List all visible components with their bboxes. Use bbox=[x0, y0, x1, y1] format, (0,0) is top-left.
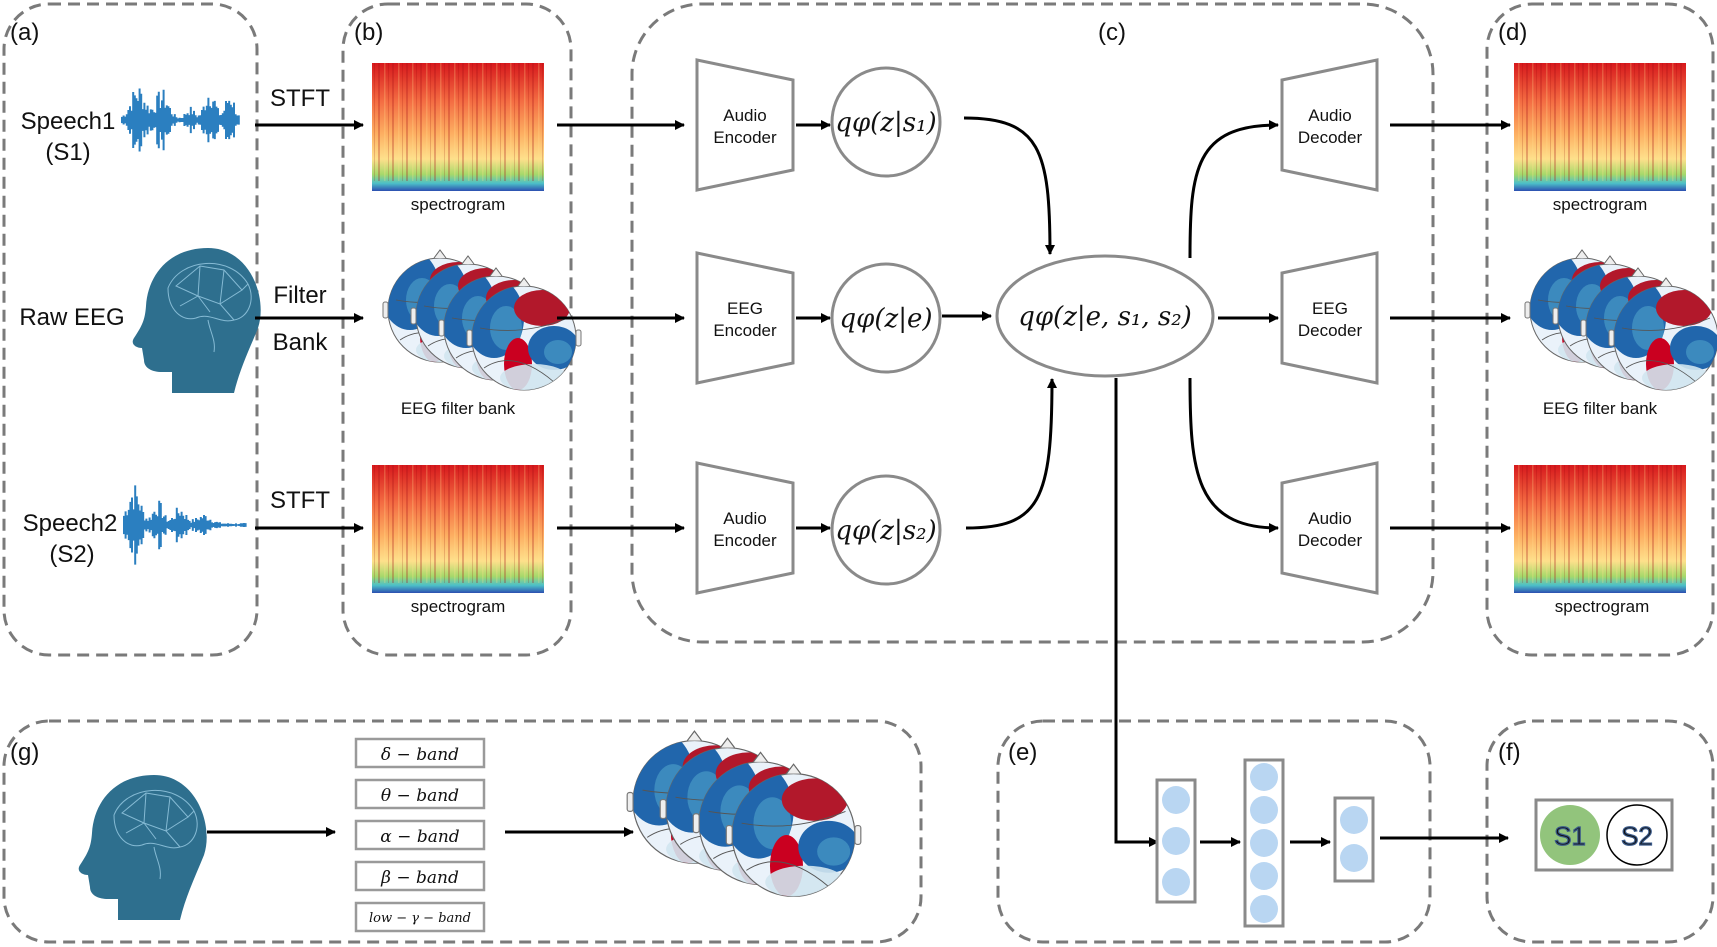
arrow-joint-classifier bbox=[1114, 378, 1159, 847]
audio-decoder-2-line1: Audio bbox=[1308, 509, 1351, 528]
classifier-node bbox=[1250, 895, 1278, 923]
eeg-topomap-stack-g bbox=[624, 731, 861, 899]
posterior-s1-label: qφ(z|s₁) bbox=[835, 108, 936, 138]
audio-decoder-1 bbox=[1280, 58, 1379, 192]
audio-encoder-2-line1: Audio bbox=[723, 509, 766, 528]
panel-label-c: (c) bbox=[1098, 19, 1126, 46]
posterior-s1 bbox=[830, 66, 942, 178]
stft-top-label: STFT bbox=[270, 85, 330, 112]
posterior-e-label: qφ(z|e) bbox=[840, 304, 933, 334]
spectrogram-s1-d bbox=[1514, 63, 1686, 191]
output-s2-circle bbox=[1606, 804, 1668, 866]
output-s1-circle bbox=[1540, 805, 1600, 865]
eeg-decoder-line1: EEG bbox=[1312, 299, 1348, 318]
band-label-beta: β − band bbox=[380, 868, 459, 888]
panel-f bbox=[1485, 719, 1715, 944]
speech1-waveform bbox=[121, 88, 240, 152]
panel-label-e: (e) bbox=[1008, 739, 1037, 766]
eeg-encoder-line2: Encoder bbox=[713, 321, 777, 340]
head-icon-g bbox=[78, 774, 208, 921]
panel-c bbox=[630, 2, 1435, 644]
audio-encoder-2 bbox=[695, 461, 795, 595]
spectrogram-s1-b bbox=[372, 63, 544, 191]
speech1-label: Speech1 bbox=[21, 108, 116, 135]
band-box-low-gamma bbox=[354, 901, 486, 933]
classifier-node bbox=[1340, 806, 1368, 834]
audio-decoder-2-line2: Decoder bbox=[1298, 531, 1363, 550]
classifier-node bbox=[1162, 786, 1190, 814]
spectrogram-s2-d bbox=[1514, 465, 1686, 593]
audio-encoder-2-line2: Encoder bbox=[713, 531, 777, 550]
band-label-alpha: α − band bbox=[380, 827, 459, 847]
eeg-decoder-line2: Decoder bbox=[1298, 321, 1363, 340]
panel-d bbox=[1485, 2, 1715, 657]
arrow-qs2-joint bbox=[965, 378, 1057, 530]
band-box-alpha bbox=[354, 819, 486, 851]
classifier-node bbox=[1162, 868, 1190, 896]
caption-spectrogram-b-bottom: spectrogram bbox=[411, 597, 505, 616]
audio-decoder-1-line2: Decoder bbox=[1298, 128, 1363, 147]
audio-decoder-1-line1: Audio bbox=[1308, 106, 1351, 125]
audio-encoder-1-line1: Audio bbox=[723, 106, 766, 125]
eeg-encoder bbox=[695, 251, 795, 385]
spectrogram-s2-b bbox=[372, 465, 544, 593]
eeg-decoder bbox=[1280, 251, 1379, 385]
classifier-node bbox=[1250, 829, 1278, 857]
speech2-label: Speech2 bbox=[23, 510, 118, 537]
panel-g bbox=[2, 719, 923, 944]
band-label-low-gamma: low − γ − band bbox=[369, 911, 471, 926]
classifier-node bbox=[1250, 796, 1278, 824]
eeg-topomap-stack-d bbox=[1522, 250, 1717, 392]
speech1-sublabel: (S1) bbox=[45, 139, 90, 166]
speech2-sublabel: (S2) bbox=[49, 541, 94, 568]
panel-label-b: (b) bbox=[354, 19, 383, 46]
posterior-joint bbox=[995, 254, 1215, 378]
posterior-s2 bbox=[830, 474, 942, 586]
panel-label-f: (f) bbox=[1498, 739, 1521, 766]
caption-spectrogram-b-top: spectrogram bbox=[411, 195, 505, 214]
arrow-joint-dec1 bbox=[1188, 120, 1279, 259]
eeg-topomap-stack-b bbox=[380, 250, 581, 392]
band-box-theta bbox=[354, 778, 486, 810]
caption-spectrogram-d-top: spectrogram bbox=[1553, 195, 1647, 214]
classifier-node bbox=[1340, 844, 1368, 872]
panel-e bbox=[996, 719, 1432, 944]
filter-label: Filter bbox=[273, 282, 326, 309]
posterior-e bbox=[830, 262, 942, 374]
caption-eeg-d: EEG filter bank bbox=[1543, 399, 1658, 418]
band-box-beta bbox=[354, 860, 486, 892]
audio-encoder-1 bbox=[695, 58, 795, 192]
panel-b bbox=[341, 2, 573, 657]
band-box-delta bbox=[354, 737, 486, 769]
bank-label: Bank bbox=[273, 329, 329, 356]
posterior-joint-label: qφ(z|e, s₁, s₂) bbox=[1018, 302, 1192, 332]
arrow-qs1-joint bbox=[963, 116, 1055, 255]
band-label-delta: δ − band bbox=[381, 745, 459, 765]
output-s1-label: S1 bbox=[1554, 821, 1586, 851]
classifier-layer-3 bbox=[1333, 796, 1375, 883]
speech2-waveform bbox=[123, 485, 247, 565]
posterior-s2-label: qφ(z|s₂) bbox=[835, 516, 936, 546]
stft-bottom-label: STFT bbox=[270, 487, 330, 514]
caption-eeg-b: EEG filter bank bbox=[401, 399, 516, 418]
output-s2-label: S2 bbox=[1621, 821, 1653, 851]
band-label-theta: θ − band bbox=[381, 786, 459, 806]
eeg-encoder-line1: EEG bbox=[727, 299, 763, 318]
head-icon bbox=[132, 247, 262, 394]
frequency-bands: δ − band θ − band α − band β − band low … bbox=[354, 737, 486, 933]
panel-label-g: (g) bbox=[10, 739, 39, 766]
panel-label-d: (d) bbox=[1498, 19, 1527, 46]
classifier-node bbox=[1250, 862, 1278, 890]
classifier-node bbox=[1162, 827, 1190, 855]
audio-decoder-2 bbox=[1280, 461, 1379, 595]
panel-label-a: (a) bbox=[10, 19, 39, 46]
raw-eeg-label: Raw EEG bbox=[19, 304, 124, 331]
caption-spectrogram-d-bottom: spectrogram bbox=[1555, 597, 1649, 616]
arrow-joint-dec2 bbox=[1188, 377, 1279, 533]
audio-encoder-1-line2: Encoder bbox=[713, 128, 777, 147]
classifier-node bbox=[1250, 763, 1278, 791]
